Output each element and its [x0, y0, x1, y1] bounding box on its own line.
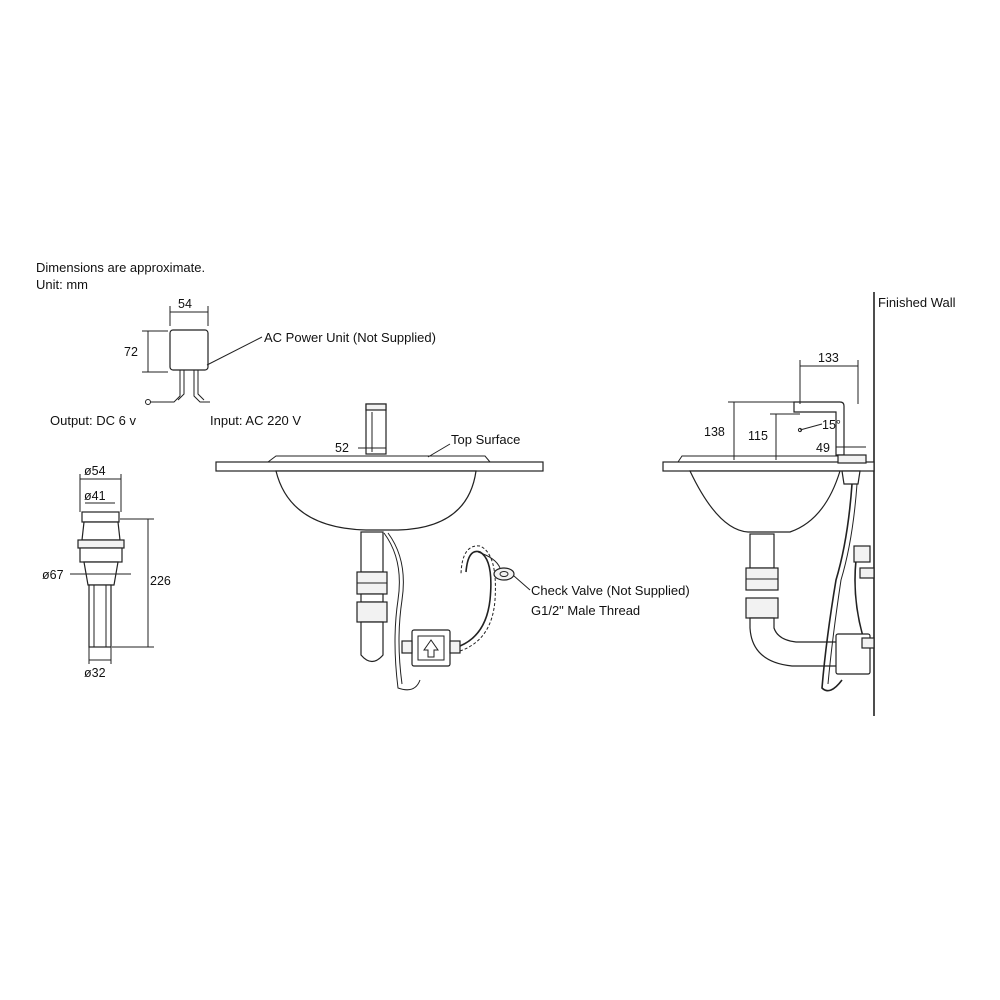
reach-dimension: 133	[818, 351, 839, 365]
side-view-drawing	[662, 292, 875, 716]
drain-drawing	[70, 474, 154, 664]
note-dimensions: Dimensions are approximate.	[36, 260, 205, 275]
drain-length: 226	[150, 574, 171, 588]
power-unit-height-label: 72	[124, 345, 138, 359]
drain-inner-diameter: ø41	[84, 489, 106, 503]
check-valve-label: Check Valve (Not Supplied)	[531, 583, 690, 598]
front-view-drawing	[215, 403, 544, 691]
thread-label: G1/2" Male Thread	[531, 603, 640, 618]
note-unit: Unit: mm	[36, 277, 88, 292]
power-unit-box	[169, 329, 209, 371]
spout-width-label: 52	[335, 441, 349, 455]
drain-mid-diameter: ø67	[42, 568, 64, 582]
finished-wall-label: Finished Wall	[878, 295, 956, 310]
base-dimension: 49	[816, 441, 830, 455]
drain-bottom-diameter: ø32	[84, 666, 106, 680]
power-unit-label: AC Power Unit (Not Supplied)	[264, 330, 436, 345]
height-total-dimension: 138	[704, 425, 725, 439]
power-unit-input: Input: AC 220 V	[210, 413, 301, 428]
power-unit-output: Output: DC 6 v	[50, 413, 136, 428]
power-unit-drawing: 54 72	[124, 297, 263, 405]
top-surface-label: Top Surface	[451, 432, 520, 447]
drain-top-diameter: ø54	[84, 464, 106, 478]
angle-dimension: 15°	[822, 418, 841, 432]
height-outlet-dimension: 115	[748, 429, 768, 443]
power-unit-width-label: 54	[178, 297, 192, 311]
